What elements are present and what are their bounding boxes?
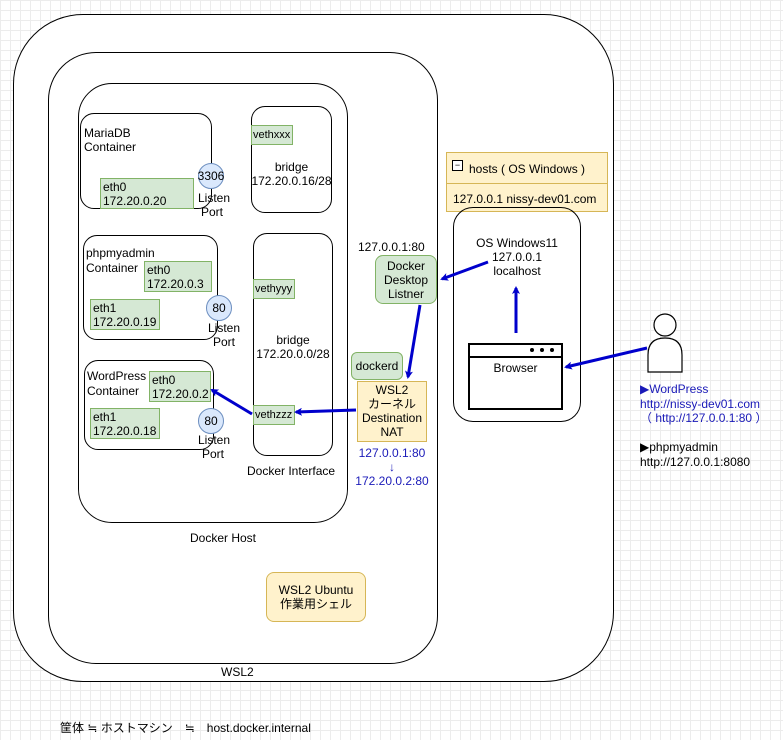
wordpress-title: WordPress bbox=[87, 369, 147, 383]
wordpress-port-circle: 80 bbox=[198, 408, 224, 434]
nat-to: 172.20.0.2:80 bbox=[355, 474, 429, 488]
mariadb-eth0: eth0 172.20.0.20 bbox=[100, 178, 194, 209]
phpmyadmin-port-label: Listen Port bbox=[207, 321, 241, 349]
bridge-top-label: bridge 172.20.0.16/28 bbox=[251, 160, 332, 188]
nat-line4: NAT bbox=[380, 425, 404, 439]
mariadb-port-label-line1: Listen bbox=[198, 191, 231, 205]
hosts-entry: 127.0.0.1 nissy-dev01.com bbox=[453, 192, 597, 206]
os-windows-name: OS Windows11 bbox=[476, 236, 558, 250]
nat-arrow: ↓ bbox=[389, 460, 395, 474]
window-dot-icon bbox=[530, 348, 534, 352]
wordpress-eth1: eth1 172.20.0.18 bbox=[90, 408, 160, 439]
wordpress-link-alt[interactable]: （ http://127.0.0.1:80 ） bbox=[640, 411, 768, 425]
mariadb-port-number: 3306 bbox=[197, 169, 225, 183]
wordpress-link-title[interactable]: ▶WordPress bbox=[640, 382, 709, 396]
nat-mapping: 127.0.0.1:80 ↓ 172.20.0.2:80 bbox=[350, 446, 434, 488]
nat-line1: WSL2 bbox=[375, 383, 409, 397]
ubuntu-line2: 作業用シェル bbox=[279, 597, 352, 611]
window-dot-icon bbox=[540, 348, 544, 352]
veth-yyy: vethyyy bbox=[253, 279, 295, 299]
dockerd-box: dockerd bbox=[351, 352, 403, 380]
wordpress-port-label-line2: Port bbox=[201, 447, 224, 461]
bridge-bottom-title: bridge bbox=[276, 333, 310, 347]
browser-window[interactable]: Browser bbox=[468, 343, 563, 410]
bridge-top-title: bridge bbox=[274, 160, 309, 174]
hosts-header: − hosts ( OS Windows ) bbox=[447, 153, 607, 184]
ubuntu-line1: WSL2 Ubuntu bbox=[278, 583, 354, 597]
ubuntu-shell-box: WSL2 Ubuntu 作業用シェル bbox=[266, 572, 366, 622]
wordpress-subtitle: Container bbox=[87, 384, 140, 398]
footer-note: 筐体 ≒ ホストマシン ≒ host.docker.internal bbox=[60, 721, 311, 735]
listener-line3: Listner bbox=[387, 286, 425, 301]
phpmyadmin-eth0: eth0 172.20.0.3 bbox=[144, 261, 212, 292]
nat-box: WSL2 カーネル Destination NAT bbox=[357, 381, 427, 442]
listener-addr: 127.0.0.1:80 bbox=[358, 240, 425, 254]
os-windows-ip: 127.0.0.1 bbox=[491, 250, 543, 264]
docker-desktop-listener: Docker Desktop Listner bbox=[375, 255, 437, 304]
phpmyadmin-title: phpmyadmin bbox=[86, 246, 155, 260]
nat-line3: Destination bbox=[361, 411, 423, 425]
os-windows-label: OS Windows11 127.0.0.1 localhost bbox=[453, 236, 581, 278]
phpmyadmin-port-circle: 80 bbox=[206, 295, 232, 321]
listener-line1: Docker bbox=[386, 258, 425, 273]
phpmyadmin-link-url[interactable]: http://127.0.0.1:8080 bbox=[640, 455, 751, 469]
mariadb-eth0-ip: 172.20.0.20 bbox=[103, 194, 167, 208]
mariadb-port-label: Listen Port bbox=[198, 191, 231, 219]
mariadb-eth0-name: eth0 bbox=[103, 180, 127, 194]
hosts-title: hosts ( OS Windows ) bbox=[469, 162, 586, 176]
wordpress-port-label-line1: Listen bbox=[198, 433, 231, 447]
phpmyadmin-eth1: eth1 172.20.0.19 bbox=[90, 299, 160, 330]
veth-zzz: vethzzz bbox=[253, 405, 295, 425]
browser-label: Browser bbox=[493, 361, 538, 375]
phpmyadmin-eth1-name: eth1 bbox=[93, 301, 117, 315]
phpmyadmin-link-title[interactable]: ▶phpmyadmin bbox=[640, 440, 718, 454]
wordpress-link-url[interactable]: http://nissy-dev01.com bbox=[640, 397, 761, 411]
wordpress-eth1-name: eth1 bbox=[93, 410, 117, 424]
wordpress-eth0-name: eth0 bbox=[152, 373, 176, 387]
mariadb-title: MariaDB bbox=[84, 126, 131, 140]
window-dot-icon bbox=[550, 348, 554, 352]
docker-host-label: Docker Host bbox=[190, 531, 257, 545]
wsl2-label: WSL2 bbox=[221, 665, 254, 679]
mariadb-port-circle: 3306 bbox=[198, 163, 224, 189]
wordpress-port-label: Listen Port bbox=[198, 433, 231, 461]
nat-from: 127.0.0.1:80 bbox=[358, 446, 426, 460]
nat-line2: カーネル bbox=[367, 397, 416, 411]
wordpress-eth1-ip: 172.20.0.18 bbox=[93, 424, 157, 438]
listener-line2: Desktop bbox=[383, 272, 429, 287]
wordpress-eth0-ip: 172.20.0.2 bbox=[152, 387, 209, 401]
collapse-icon[interactable]: − bbox=[452, 160, 463, 171]
phpmyadmin-subtitle: Container bbox=[86, 261, 139, 275]
phpmyadmin-port-number: 80 bbox=[212, 301, 226, 315]
phpmyadmin-eth0-name: eth0 bbox=[147, 263, 171, 277]
bridge-bottom-subnet: 172.20.0.0/28 bbox=[256, 347, 330, 361]
phpmyadmin-port-label-line1: Listen bbox=[207, 321, 241, 335]
wordpress-eth0: eth0 172.20.0.2 bbox=[149, 371, 211, 402]
os-windows-host: localhost bbox=[493, 264, 541, 278]
bridge-top-subnet: 172.20.0.16/28 bbox=[251, 174, 332, 188]
phpmyadmin-port-label-line2: Port bbox=[212, 335, 235, 349]
mariadb-subtitle: Container bbox=[84, 140, 137, 154]
mariadb-port-label-line2: Port bbox=[200, 205, 223, 219]
bridge-top bbox=[251, 106, 332, 213]
docker-interface-label: Docker Interface bbox=[247, 464, 336, 478]
bridge-bottom-label: bridge 172.20.0.0/28 bbox=[248, 333, 338, 361]
wordpress-port-number: 80 bbox=[204, 414, 218, 428]
phpmyadmin-eth1-ip: 172.20.0.19 bbox=[93, 315, 157, 329]
hosts-box: − hosts ( OS Windows ) 127.0.0.1 nissy-d… bbox=[446, 152, 608, 212]
veth-xxx: vethxxx bbox=[251, 125, 293, 145]
phpmyadmin-eth0-ip: 172.20.0.3 bbox=[147, 277, 204, 291]
os-windows-box bbox=[453, 207, 581, 422]
browser-titlebar bbox=[470, 345, 561, 358]
